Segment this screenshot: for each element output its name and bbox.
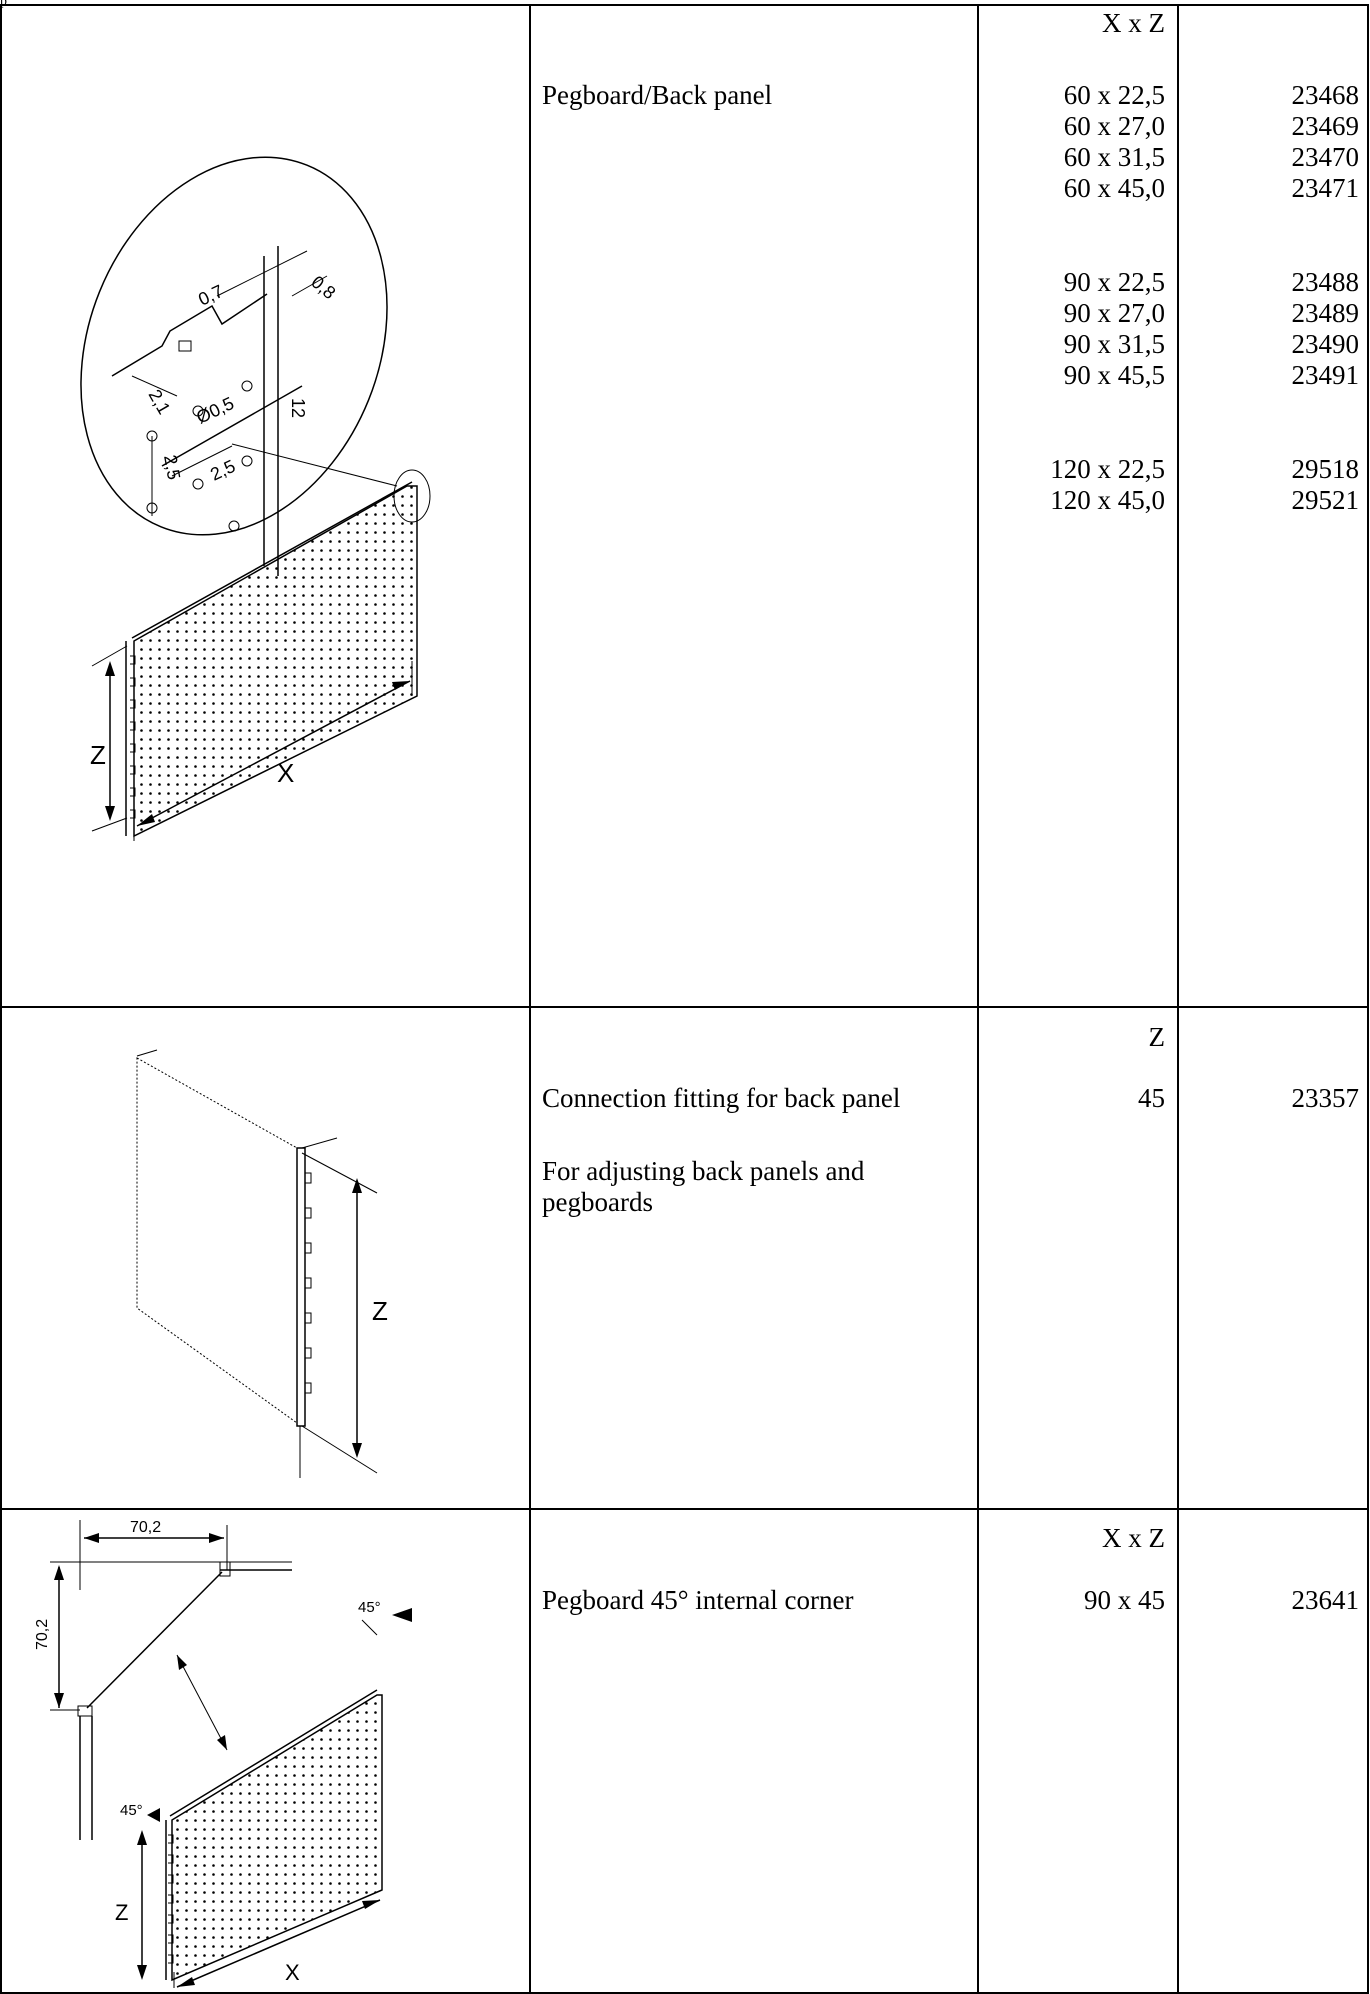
product-name: Pegboard 45° internal corner [542, 1585, 854, 1615]
dim-value: 60 x 31,5 [1063, 142, 1165, 172]
article-number: 23641 [1291, 1585, 1360, 1615]
product-name: Connection fitting for back panel [542, 1083, 901, 1113]
product-table: 0,7 0,8 2,1 12 Ø0,5 2,5 2,5 [0, 4, 1369, 1994]
dimension-cell: X x Z 60 x 22,5 60 x 27,0 60 x 31,5 60 x… [977, 4, 1179, 1008]
dim-z-label: Z [90, 740, 106, 770]
description-cell: Pegboard/Back panel [529, 4, 979, 1008]
dim-value: 90 x 45,5 [1063, 360, 1165, 390]
dim-label: Ø0,5 [193, 393, 237, 428]
image-cell: 0,7 0,8 2,1 12 Ø0,5 2,5 2,5 [0, 4, 531, 1008]
connection-fitting-drawing: Z [136, 1049, 388, 1478]
dim-label: 2,5 [160, 453, 184, 481]
dim-label: 2,1 [145, 386, 175, 418]
dim-value: 90 x 22,5 [1063, 267, 1165, 297]
dim-z-label: Z [372, 1296, 388, 1326]
table-row: 0,7 0,8 2,1 12 Ø0,5 2,5 2,5 [0, 4, 1369, 1008]
dim-value: 90 x 45 [1084, 1585, 1165, 1615]
image-cell: 70,2 70,2 [0, 1508, 531, 1994]
dim-value: 120 x 45,0 [1050, 485, 1165, 515]
corner-pegboard-drawing: 70,2 70,2 [34, 1519, 412, 1988]
dim-value: 90 x 27,0 [1063, 298, 1165, 328]
product-name: Pegboard/Back panel [542, 80, 773, 110]
product-note: For adjusting back panels and pegboards [542, 1156, 865, 1217]
dim-x-label: X [285, 1960, 300, 1985]
article-number: 23491 [1291, 360, 1360, 390]
article-number: 23357 [1291, 1083, 1360, 1113]
article-number: 29521 [1291, 485, 1360, 515]
article-number: 23488 [1291, 267, 1360, 297]
dimension-cell: X x Z 90 x 45 [977, 1508, 1179, 1994]
article-number: 29518 [1291, 454, 1360, 484]
dim-header: X x Z [1102, 1523, 1165, 1553]
dim-value: 60 x 22,5 [1063, 80, 1165, 110]
article-number: 23489 [1291, 298, 1360, 328]
dim-x-label: X [277, 758, 294, 788]
article-cell: 23468 23469 23470 23471 23488 23489 2349… [1177, 4, 1369, 1008]
dim-header: Z [1148, 1022, 1166, 1052]
article-number: 23469 [1291, 111, 1360, 141]
height-label: 70,2 [34, 1619, 51, 1650]
dim-value: 60 x 27,0 [1063, 111, 1165, 141]
dim-value: 120 x 22,5 [1050, 454, 1165, 484]
description-cell: Pegboard 45° internal corner [529, 1508, 979, 1994]
pegboard-drawing: 0,7 0,8 2,1 12 Ø0,5 2,5 2,5 [80, 156, 431, 841]
dim-label: 0,7 [195, 281, 226, 310]
article-number: 23471 [1291, 173, 1360, 203]
dim-value: 60 x 45,0 [1063, 173, 1165, 203]
dim-value: 45 [1138, 1083, 1165, 1113]
article-cell: 23357 [1177, 1006, 1369, 1510]
dimension-cell: Z 45 [977, 1006, 1179, 1510]
image-cell: Z [0, 1006, 531, 1510]
dim-label: 0,8 [307, 272, 339, 303]
article-number: 23470 [1291, 142, 1360, 172]
angle-label: 45° [120, 1802, 143, 1819]
description-cell: Connection fitting for back panel For ad… [529, 1006, 979, 1510]
dim-header: X x Z [1102, 8, 1165, 38]
dim-z-label: Z [115, 1900, 128, 1925]
dim-label: 12 [288, 398, 308, 418]
dim-label: 2,5 [207, 456, 238, 485]
width-label: 70,2 [130, 1519, 161, 1536]
table-row: 70,2 70,2 [0, 1508, 1369, 1994]
table-row: Z Connection fitting for back panel For … [0, 1006, 1369, 1510]
article-number: 23468 [1291, 80, 1360, 110]
angle-label: 45° [358, 1599, 381, 1616]
article-cell: 23641 [1177, 1508, 1369, 1994]
dim-value: 90 x 31,5 [1063, 329, 1165, 359]
article-number: 23490 [1291, 329, 1360, 359]
